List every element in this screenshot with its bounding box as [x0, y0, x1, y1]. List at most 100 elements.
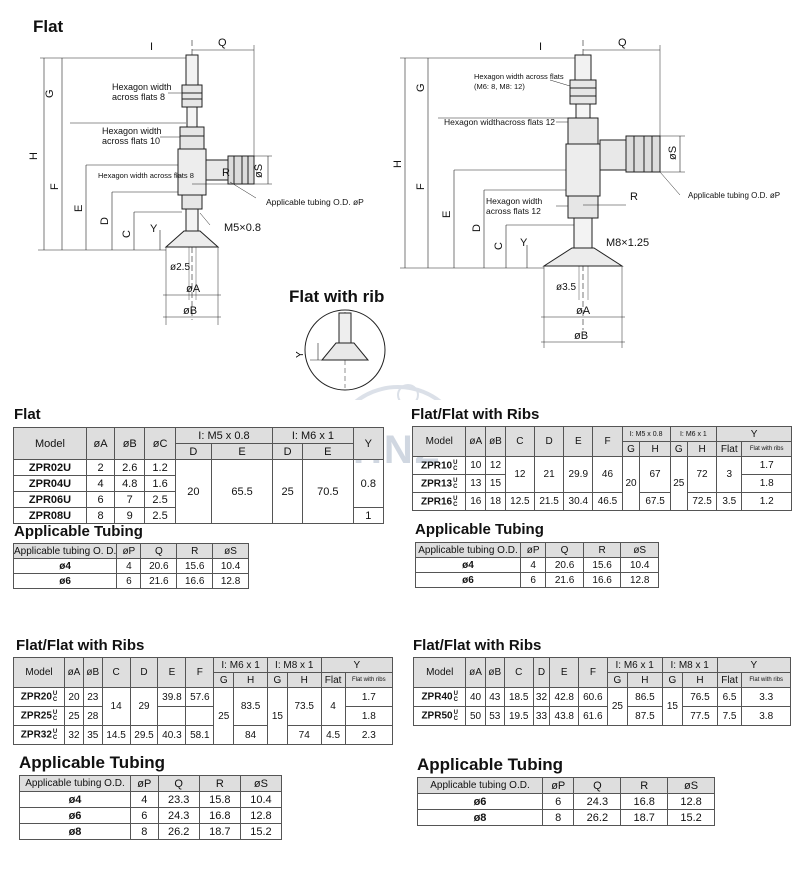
table-cell: R — [582, 542, 622, 558]
right-label-d: D — [471, 224, 483, 232]
table-cell: 46.5 — [592, 492, 623, 511]
table-cell: 26.2 — [573, 809, 622, 826]
text: ZPR16 — [421, 496, 453, 508]
tubing2-title: Applicable Tubing — [415, 521, 544, 538]
left-label-r: R — [222, 167, 230, 179]
table-cell: 20 — [621, 456, 641, 511]
table-cell: 15 — [661, 687, 684, 726]
right-hex12a: Hexagon widthacross flats 12 — [444, 117, 555, 127]
table-cell: 77.5 — [682, 706, 718, 726]
table-cell: ø4 — [12, 558, 118, 574]
table-cell: 12.8 — [620, 572, 659, 588]
table-cell: 3.3 — [741, 687, 791, 707]
text: U — [453, 459, 458, 466]
table-cell: ZPR04U — [13, 475, 87, 492]
tubing1-title: Applicable Tubing — [14, 523, 143, 540]
table-cell: G — [661, 672, 684, 688]
right-tubing: Applicable tubing O.D. øP — [688, 191, 780, 200]
text: C — [52, 716, 58, 722]
table-cell: R — [176, 543, 214, 559]
table-cell: I: M6 x 1 — [213, 657, 268, 673]
table-cell: 21.5 — [533, 492, 565, 511]
table-cell: 73.5 — [286, 687, 322, 726]
tubing3-title: Applicable Tubing — [19, 753, 166, 772]
table-cell: 8 — [85, 507, 116, 524]
right-hex12b-2: across flats 12 — [486, 206, 541, 216]
text: U — [52, 691, 58, 697]
table-cell: 16 — [465, 492, 487, 511]
table-cell: I: M8 x 1 — [661, 657, 718, 673]
table-cell: 67.5 — [639, 492, 671, 511]
table-cell: C — [504, 426, 535, 457]
table-cell: 1.2 — [144, 459, 176, 476]
table-cell: 6 — [130, 807, 159, 824]
table-cell: Applicable tubing O. D. — [12, 543, 118, 559]
table-cell: I: M6 x 1 — [669, 426, 718, 442]
right-label-h: H — [392, 160, 404, 168]
table-cell: 1.7 — [741, 456, 792, 475]
table-cell: ø6 — [19, 807, 131, 824]
table-cell: 84 — [233, 725, 268, 745]
col-b: øB — [114, 427, 146, 460]
rib-detail-drawing — [304, 309, 386, 391]
table-cell: 26.2 — [157, 823, 200, 840]
table-cell: 18.7 — [198, 823, 241, 840]
table-cell: øP — [130, 775, 159, 792]
right-label-q: Q — [618, 37, 627, 49]
table-cell: 21.6 — [545, 572, 584, 588]
table-cell: 2.3 — [344, 725, 394, 745]
table-cell: 32 — [64, 725, 84, 745]
table-cell: 1.7 — [344, 687, 394, 707]
table-cell: 3.5 — [716, 492, 743, 511]
table-cell: øB — [484, 657, 505, 688]
table-cell: 35 — [82, 725, 103, 745]
table-cell: ZPR02U — [13, 459, 87, 476]
text: C — [453, 483, 458, 490]
table-cell: 65.5 — [210, 459, 274, 524]
text: ZPR50 — [421, 710, 453, 722]
table-cell: øB — [485, 426, 506, 457]
right-label-f: F — [415, 183, 427, 190]
table-cell: 83.5 — [233, 687, 268, 726]
left-label-b: øB — [183, 305, 197, 317]
table3-title: Flat/Flat with Ribs — [16, 637, 145, 654]
right-label-i: I — [539, 41, 542, 53]
table-cell: 4 — [519, 557, 547, 573]
table-cell: 1.8 — [741, 474, 792, 493]
table-cell: 14 — [101, 687, 131, 726]
col-c: øC — [144, 427, 176, 460]
table-cell: 4 — [116, 558, 142, 574]
table-cell: 15.6 — [176, 558, 214, 574]
table2-title: Flat/Flat with Ribs — [411, 406, 540, 423]
table1-title: Flat — [14, 406, 41, 423]
table-cell: 50 — [465, 706, 486, 726]
table-cell: 8 — [541, 809, 575, 826]
table-cell: F — [592, 426, 623, 457]
table-cell: 6 — [541, 793, 575, 810]
watermark-logo — [354, 384, 442, 400]
table-cell: 2.5 — [144, 507, 176, 524]
table-cell: 14.5 — [101, 725, 131, 745]
table-cell: 87.5 — [627, 706, 663, 726]
left-hex10-2: across flats 10 — [102, 136, 160, 146]
table-cell: 40.3 — [157, 725, 187, 745]
table-cell: 12.8 — [239, 807, 283, 824]
table-cell: 23.3 — [157, 791, 200, 808]
table-cell: Applicable tubing O.D. — [417, 777, 543, 794]
table-cell: 10.4 — [212, 558, 249, 574]
text: ZPR25 — [20, 710, 52, 722]
col-y: Y — [352, 427, 385, 460]
table-cell: 2 — [85, 459, 116, 476]
table-cell: 7 — [114, 491, 146, 508]
table-cell: 43.8 — [549, 706, 580, 726]
